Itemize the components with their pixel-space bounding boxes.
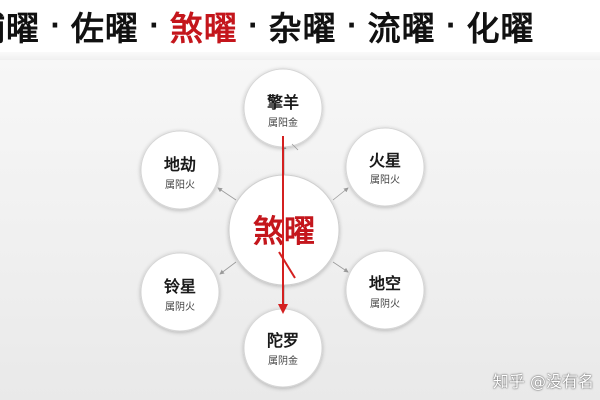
separator-dot: · <box>247 11 259 41</box>
node-attribute: 属阴火 <box>165 301 195 313</box>
node-name: 地劫 <box>164 155 196 174</box>
category-list: 辅曜 · 佐曜 · 煞曜 · 杂曜 · 流曜 · 化曜 <box>0 0 534 52</box>
category-zayao: 杂曜 <box>268 9 337 48</box>
node-lingxing: 铃星 属阴火 <box>140 252 220 332</box>
node-name: 陀罗 <box>267 331 299 350</box>
category-liuyao: 流曜 <box>367 9 436 48</box>
separator-dot: · <box>445 11 457 41</box>
node-attribute: 属阳火 <box>370 174 400 186</box>
slide-top-edge <box>0 52 600 60</box>
node-circle <box>345 250 425 330</box>
node-circle <box>140 130 220 210</box>
node-name: 地空 <box>369 274 401 293</box>
separator-dot: · <box>148 11 160 41</box>
watermark: 知乎 @没有名 <box>492 372 594 391</box>
red-annotation-stroke <box>278 251 296 279</box>
node-qingyang: 擎羊 属阳金 <box>243 68 323 148</box>
node-circle <box>140 252 220 332</box>
node-tuoluo: 陀罗 属阴金 <box>243 308 323 388</box>
category-fuyao: 辅曜 <box>0 9 40 48</box>
node-dijie: 地劫 属阳火 <box>140 130 220 210</box>
category-huayao: 化曜 <box>466 9 535 48</box>
separator-dot: · <box>50 11 61 41</box>
node-attribute: 属阴火 <box>370 298 400 310</box>
category-zuoyao: 佐曜 <box>70 9 139 48</box>
separator-dot: · <box>346 11 358 41</box>
node-huoxing: 火星 属阳火 <box>345 127 425 207</box>
category-shayao: 煞曜 <box>169 9 238 48</box>
node-attribute: 属阳金 <box>268 116 298 129</box>
arrow-to-lingxing <box>219 261 237 275</box>
arrow-to-dijie <box>217 187 237 201</box>
node-attribute: 属阴金 <box>268 354 298 367</box>
cursor-mark <box>291 143 299 151</box>
node-name: 铃星 <box>164 277 196 296</box>
node-dikong: 地空 属阴火 <box>345 250 425 330</box>
slide-title-bar: 辅曜 · 佐曜 · 煞曜 · 杂曜 · 流曜 · 化曜 <box>0 0 600 52</box>
node-circle <box>345 127 425 207</box>
node-name: 擎羊 <box>267 93 299 112</box>
node-name: 火星 <box>369 151 401 170</box>
arrow-to-dikong <box>332 261 349 273</box>
arrow-to-huoxing <box>332 187 349 201</box>
node-attribute: 属阳火 <box>165 179 195 191</box>
